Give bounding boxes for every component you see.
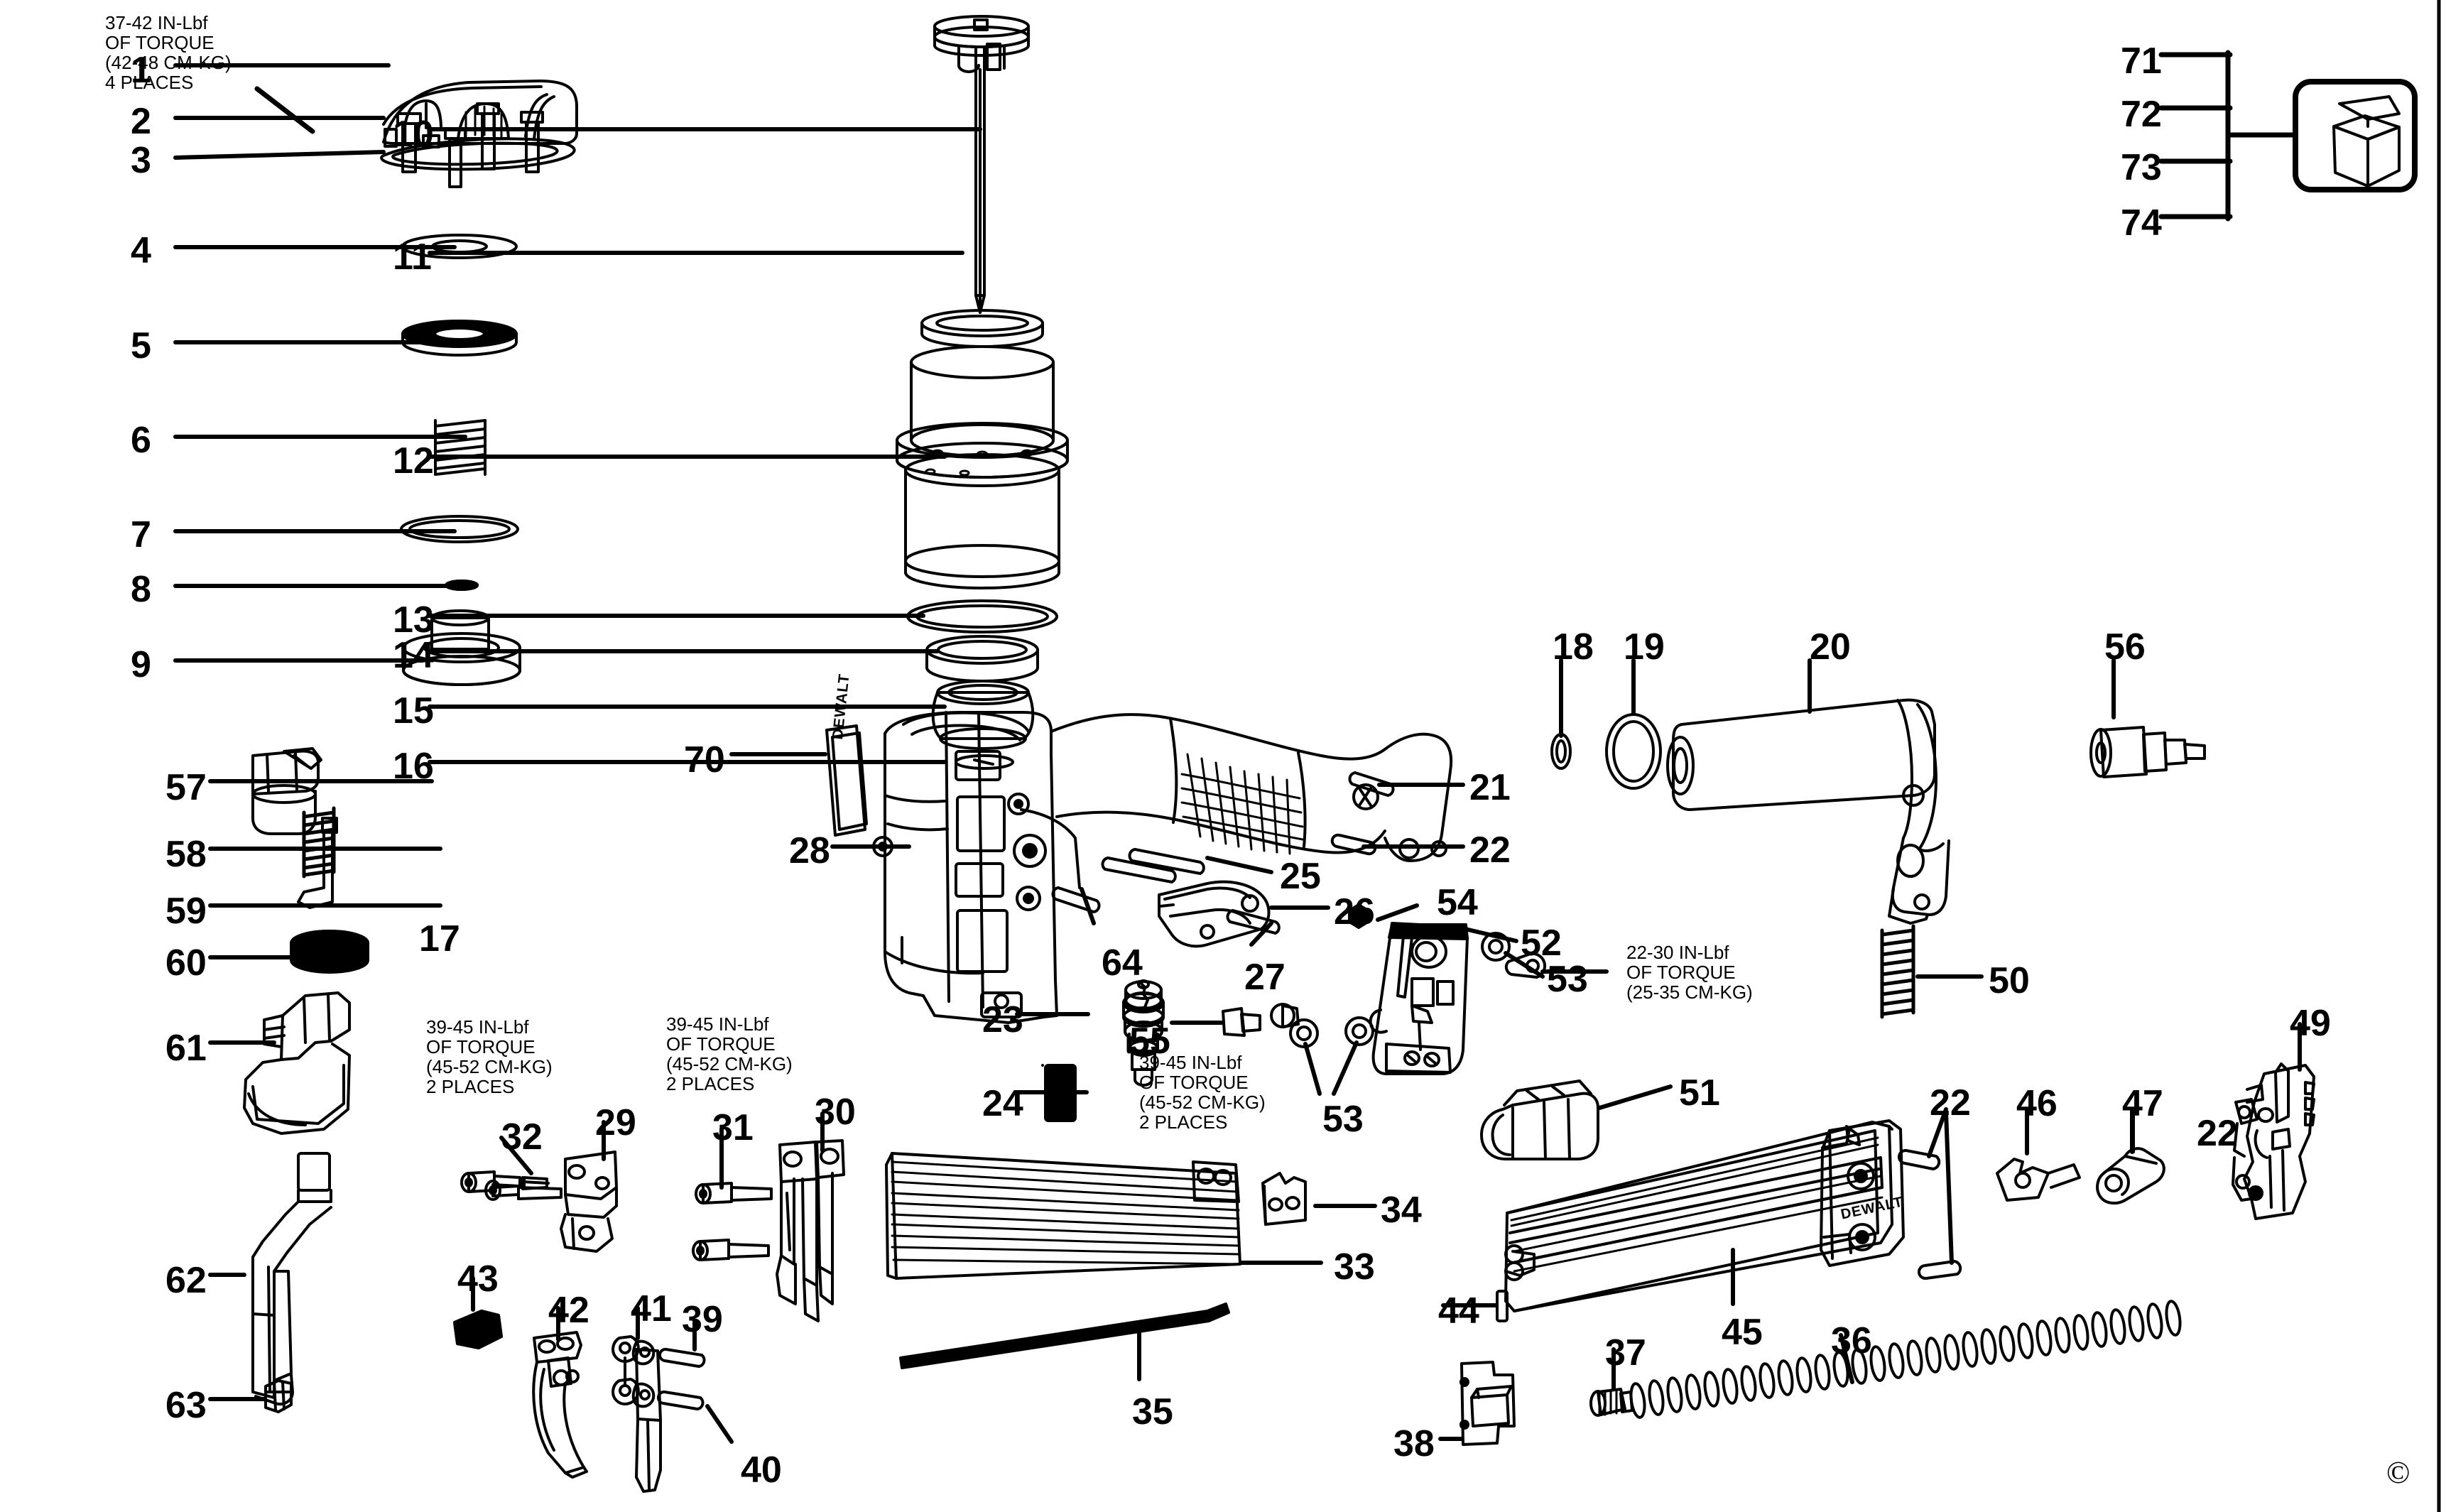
- callout-26: 26: [1334, 891, 1375, 932]
- callout-8: 8: [131, 569, 151, 610]
- callout-56: 56: [2104, 626, 2146, 668]
- callout-16: 16: [393, 746, 434, 787]
- callout-7: 7: [131, 514, 151, 555]
- callout-37: 37: [1605, 1332, 1646, 1374]
- callout-62: 62: [165, 1260, 207, 1301]
- callout-57: 57: [165, 767, 207, 808]
- callout-45: 45: [1722, 1312, 1763, 1353]
- callout-49: 49: [2290, 1003, 2331, 1044]
- callout-23: 23: [982, 999, 1023, 1040]
- callout-20: 20: [1810, 626, 1851, 668]
- callout-39: 39: [682, 1299, 723, 1340]
- callout-22: 22: [1469, 830, 1511, 871]
- callout-36: 36: [1831, 1320, 1872, 1361]
- torque-note-32: 39-45 IN-Lbf OF TORQUE (45-52 CM-KG) 2 P…: [426, 1016, 553, 1097]
- callout-13: 13: [393, 599, 434, 641]
- callout-53: 53: [1322, 1099, 1364, 1140]
- callout-15: 15: [393, 690, 434, 731]
- callout-50: 50: [1989, 960, 2030, 1001]
- callout-59: 59: [165, 891, 207, 932]
- torque-note-1: 37-42 IN-Lbf OF TORQUE (42-48 CM-KG) 4 P…: [105, 12, 232, 93]
- callout-10: 10: [393, 114, 434, 155]
- callout-47: 47: [2122, 1083, 2163, 1124]
- callout-40: 40: [741, 1450, 782, 1491]
- callout-12: 12: [393, 440, 434, 482]
- callout-9: 9: [131, 644, 151, 685]
- callout-34: 34: [1381, 1190, 1422, 1231]
- callout-71: 71: [2121, 40, 2162, 82]
- callout-46: 46: [2016, 1083, 2058, 1124]
- callout-28: 28: [789, 830, 830, 871]
- callout-21: 21: [1469, 767, 1511, 808]
- callout-38: 38: [1393, 1423, 1435, 1464]
- callout-72: 72: [2121, 94, 2162, 135]
- torque-note-55: 39-45 IN-Lbf OF TORQUE (45-52 CM-KG) 2 P…: [1139, 1052, 1266, 1133]
- callout-17: 17: [419, 918, 460, 959]
- callout-22: 22: [2197, 1113, 2238, 1154]
- copyright-symbol: ©: [2386, 1455, 2410, 1490]
- callout-22: 22: [1930, 1082, 1971, 1124]
- callout-1: 1: [131, 50, 151, 91]
- callout-60: 60: [165, 942, 207, 984]
- callout-32: 32: [501, 1116, 543, 1158]
- callout-30: 30: [815, 1092, 856, 1133]
- callout-33: 33: [1334, 1246, 1375, 1288]
- callout-4: 4: [131, 230, 151, 271]
- callout-31: 31: [712, 1107, 754, 1148]
- callout-74: 74: [2121, 202, 2162, 244]
- callout-64: 64: [1102, 942, 1143, 984]
- callout-43: 43: [457, 1258, 499, 1300]
- callout-41: 41: [631, 1288, 672, 1329]
- callout-14: 14: [393, 635, 434, 676]
- callout-19: 19: [1624, 626, 1665, 668]
- callout-6: 6: [131, 420, 151, 461]
- callout-55: 55: [1129, 1021, 1170, 1062]
- callout-35: 35: [1132, 1391, 1173, 1432]
- callout-25: 25: [1280, 856, 1321, 897]
- callout-63: 63: [165, 1385, 207, 1426]
- callout-70: 70: [684, 739, 725, 781]
- callout-2: 2: [131, 101, 151, 142]
- torque-note-1b: 22-30 IN-Lbf OF TORQUE (25-35 CM-KG): [1626, 942, 1753, 1003]
- callout-52: 52: [1521, 923, 1562, 964]
- part-24-plug: [1045, 1065, 1075, 1121]
- callout-51: 51: [1679, 1072, 1720, 1114]
- callout-24: 24: [982, 1083, 1023, 1124]
- callout-27: 27: [1244, 957, 1285, 998]
- callout-29: 29: [595, 1102, 636, 1143]
- callout-61: 61: [165, 1028, 207, 1069]
- callout-18: 18: [1553, 626, 1594, 668]
- callout-5: 5: [131, 325, 151, 366]
- callout-44: 44: [1438, 1290, 1479, 1332]
- callout-53: 53: [1547, 959, 1588, 1000]
- callout-42: 42: [548, 1290, 589, 1331]
- callout-58: 58: [165, 834, 207, 875]
- torque-note-31: 39-45 IN-Lbf OF TORQUE (45-52 CM-KG) 2 P…: [666, 1013, 793, 1094]
- callout-73: 73: [2121, 147, 2162, 188]
- callout-54: 54: [1437, 882, 1478, 923]
- callout-3: 3: [131, 140, 151, 181]
- callout-11: 11: [393, 236, 432, 278]
